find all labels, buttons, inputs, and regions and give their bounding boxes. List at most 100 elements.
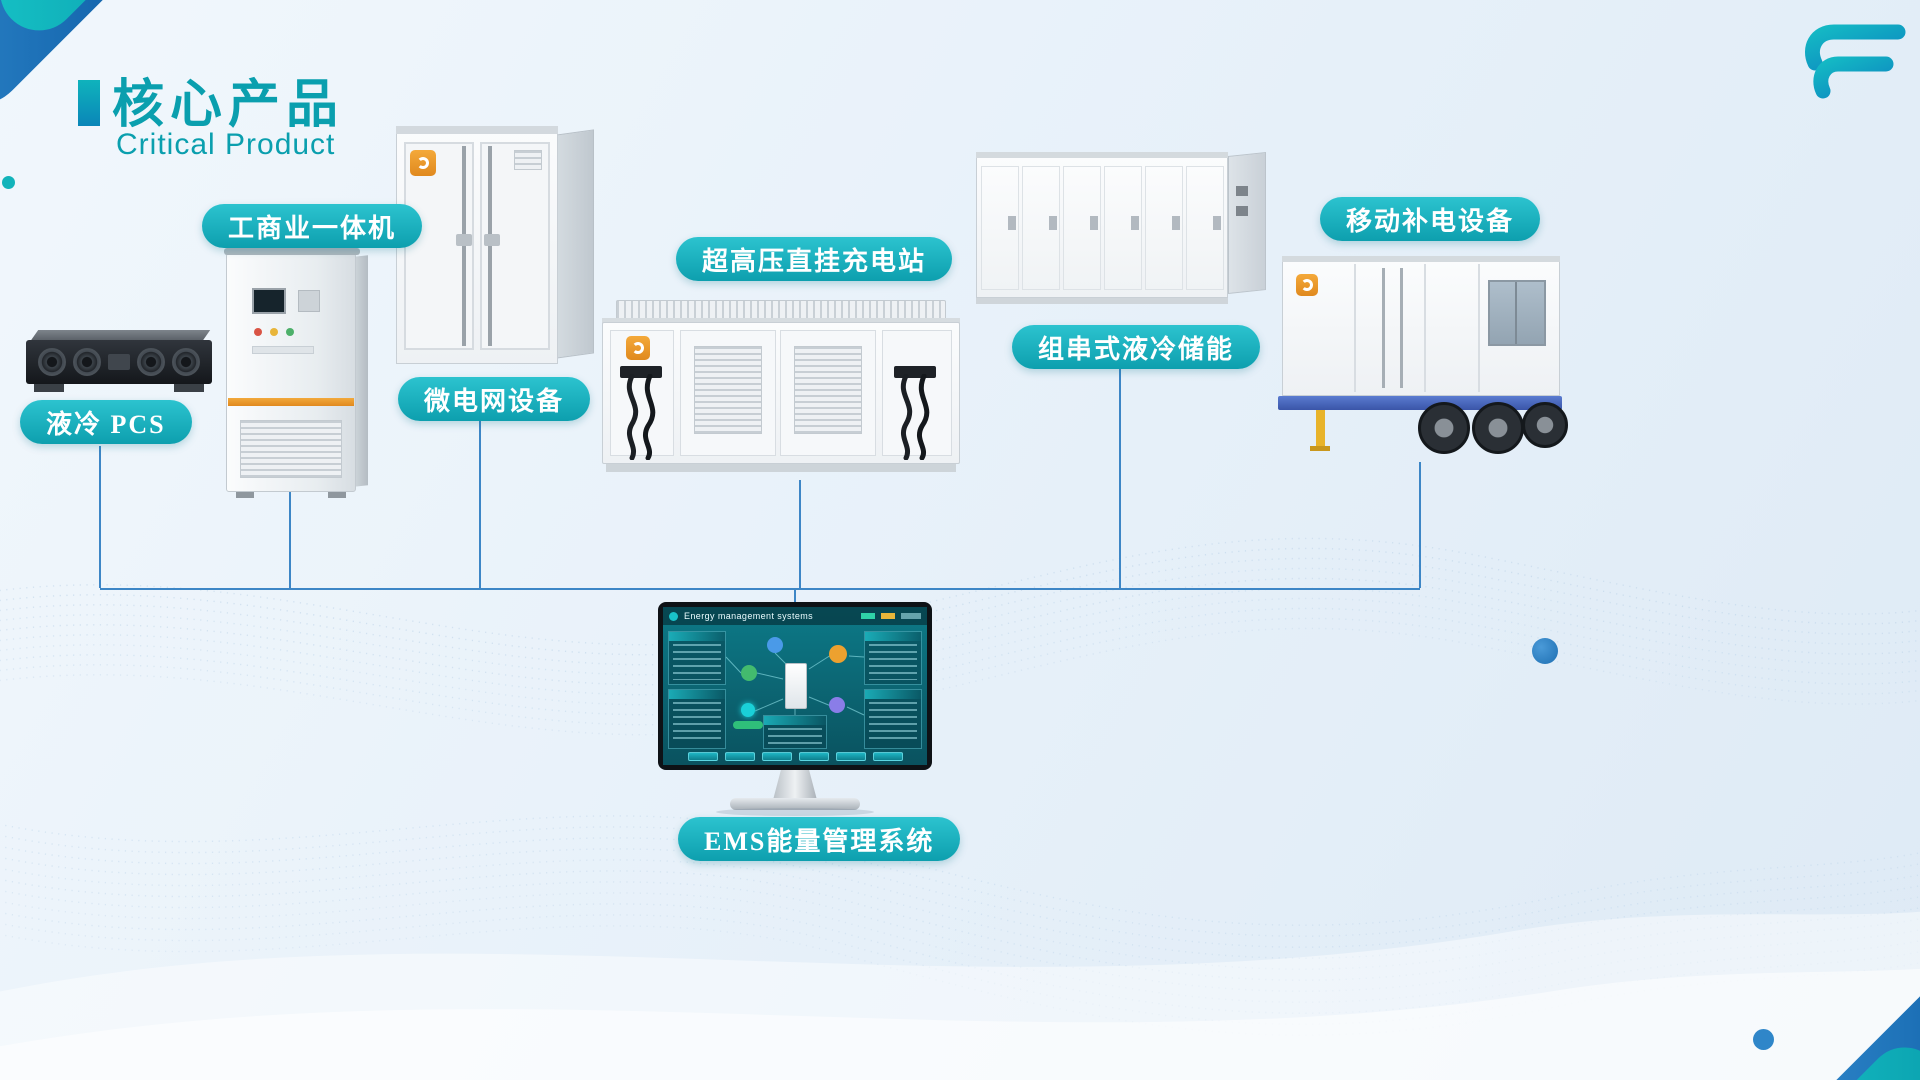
door-latch bbox=[456, 234, 472, 246]
mobile-equipment-image bbox=[1278, 252, 1568, 467]
door-latch bbox=[484, 234, 500, 246]
fan-icon bbox=[72, 348, 101, 376]
door-louver bbox=[694, 346, 762, 434]
roof-edge bbox=[602, 318, 960, 324]
cabinet-slot bbox=[252, 346, 314, 354]
connector-horizontal-bus bbox=[100, 588, 1420, 590]
ems-monitor: Energy management systems bbox=[658, 602, 932, 816]
label-microgrid: 微电网设备 bbox=[398, 377, 591, 421]
door-handle bbox=[1049, 216, 1057, 230]
indicator-light-green bbox=[286, 328, 294, 336]
side-vent bbox=[1236, 206, 1248, 216]
brand-logo bbox=[1805, 24, 1906, 99]
wheel-icon bbox=[1522, 402, 1568, 448]
equipment-window-mullion bbox=[1515, 282, 1517, 344]
door-handle bbox=[1008, 216, 1016, 230]
node-load-icon bbox=[829, 645, 847, 663]
ems-button bbox=[835, 752, 866, 761]
ems-button bbox=[687, 752, 718, 761]
mobile-roof-edge bbox=[1282, 256, 1560, 262]
ems-panel-left-top bbox=[668, 631, 726, 685]
wheel-icon bbox=[1418, 402, 1470, 454]
door-seam bbox=[1478, 264, 1480, 392]
door-lock-rod bbox=[1382, 268, 1385, 388]
ems-panel-center-bottom bbox=[763, 715, 827, 749]
header-clock bbox=[901, 613, 921, 619]
fan-icon bbox=[37, 348, 66, 376]
door-seam bbox=[1354, 264, 1356, 392]
microgrid-equipment-image bbox=[396, 126, 598, 368]
connector-ems bbox=[794, 590, 796, 604]
right-edge-blue-dot bbox=[1532, 638, 1558, 664]
ems-button bbox=[798, 752, 829, 761]
connector-all-in-one bbox=[289, 492, 291, 588]
cabinet-vent-grille bbox=[240, 420, 342, 478]
trailer-jack-leg bbox=[1316, 410, 1325, 448]
hv-charging-station-image bbox=[602, 294, 960, 480]
charging-cable-icon bbox=[626, 374, 656, 460]
monitor-stand-base bbox=[730, 798, 860, 810]
container-side-face bbox=[556, 129, 594, 359]
monitor-shadow bbox=[716, 808, 874, 816]
ems-button bbox=[724, 752, 755, 761]
trailer-jack-foot bbox=[1310, 446, 1330, 451]
brand-badge-icon bbox=[410, 150, 436, 176]
label-string-storage: 组串式液冷储能 bbox=[1012, 325, 1261, 369]
text-lines bbox=[673, 644, 721, 680]
title-accent-bar bbox=[78, 80, 100, 126]
door-seam bbox=[1424, 264, 1426, 392]
monitor-stand-neck bbox=[773, 770, 817, 800]
ems-panel-left-bottom bbox=[668, 689, 726, 749]
cabinet-orange-stripe bbox=[228, 398, 354, 406]
connector-microgrid bbox=[479, 421, 481, 588]
label-liquid-cooled-pcs: 液冷 PCS bbox=[20, 400, 192, 444]
trailer-frame bbox=[1278, 396, 1562, 410]
page-subtitle: Critical Product bbox=[116, 128, 336, 161]
container-side-face bbox=[1228, 152, 1266, 294]
cabinet-side-face bbox=[354, 255, 368, 487]
node-battery-icon bbox=[829, 697, 845, 713]
connector-mobile bbox=[1419, 462, 1421, 588]
pcs-foot bbox=[174, 384, 204, 392]
ems-button bbox=[872, 752, 903, 761]
ems-flow-lines bbox=[725, 652, 865, 716]
brand-badge-icon bbox=[626, 336, 650, 360]
indicator-light-red bbox=[254, 328, 262, 336]
container-roof-edge bbox=[976, 152, 1228, 158]
ems-header-bar: Energy management systems bbox=[663, 607, 927, 625]
door-handle bbox=[1213, 216, 1221, 230]
label-all-in-one: 工商业一体机 bbox=[202, 204, 423, 248]
ems-cabinet-graphic bbox=[785, 663, 807, 709]
label-mobile-equipment: 移动补电设备 bbox=[1320, 197, 1541, 241]
connector-string-storage bbox=[1119, 369, 1121, 588]
status-tag bbox=[733, 721, 763, 729]
text-lines bbox=[869, 644, 917, 680]
door-handle bbox=[1172, 216, 1180, 230]
ems-dashboard-screen: Energy management systems bbox=[663, 607, 927, 765]
text-lines bbox=[869, 702, 917, 744]
string-storage-image bbox=[976, 150, 1268, 306]
cabinet-display-screen bbox=[252, 288, 286, 314]
door-lock-rod bbox=[1400, 268, 1403, 388]
cabinet-top-cap bbox=[224, 248, 360, 255]
container-roof-edge bbox=[396, 126, 558, 134]
wheel-icon bbox=[1472, 402, 1524, 454]
text-lines bbox=[768, 728, 822, 744]
cabinet-foot bbox=[236, 492, 254, 498]
door-lock-rod bbox=[488, 146, 492, 346]
liquid-cooled-pcs-image bbox=[26, 330, 212, 396]
ems-panel-right-top bbox=[864, 631, 922, 685]
ems-panel-right-bottom bbox=[864, 689, 922, 749]
door-handle bbox=[1090, 216, 1098, 230]
ems-button-row bbox=[663, 752, 927, 761]
ems-title: Energy management systems bbox=[684, 611, 814, 621]
side-vent bbox=[1236, 186, 1248, 196]
fan-icon bbox=[172, 348, 201, 376]
pcs-panel bbox=[107, 354, 130, 370]
pcs-foot bbox=[34, 384, 64, 392]
cabinet-keypad bbox=[298, 290, 320, 312]
charging-cable-icon bbox=[900, 374, 930, 460]
page-title: 核心产品 bbox=[112, 76, 345, 134]
